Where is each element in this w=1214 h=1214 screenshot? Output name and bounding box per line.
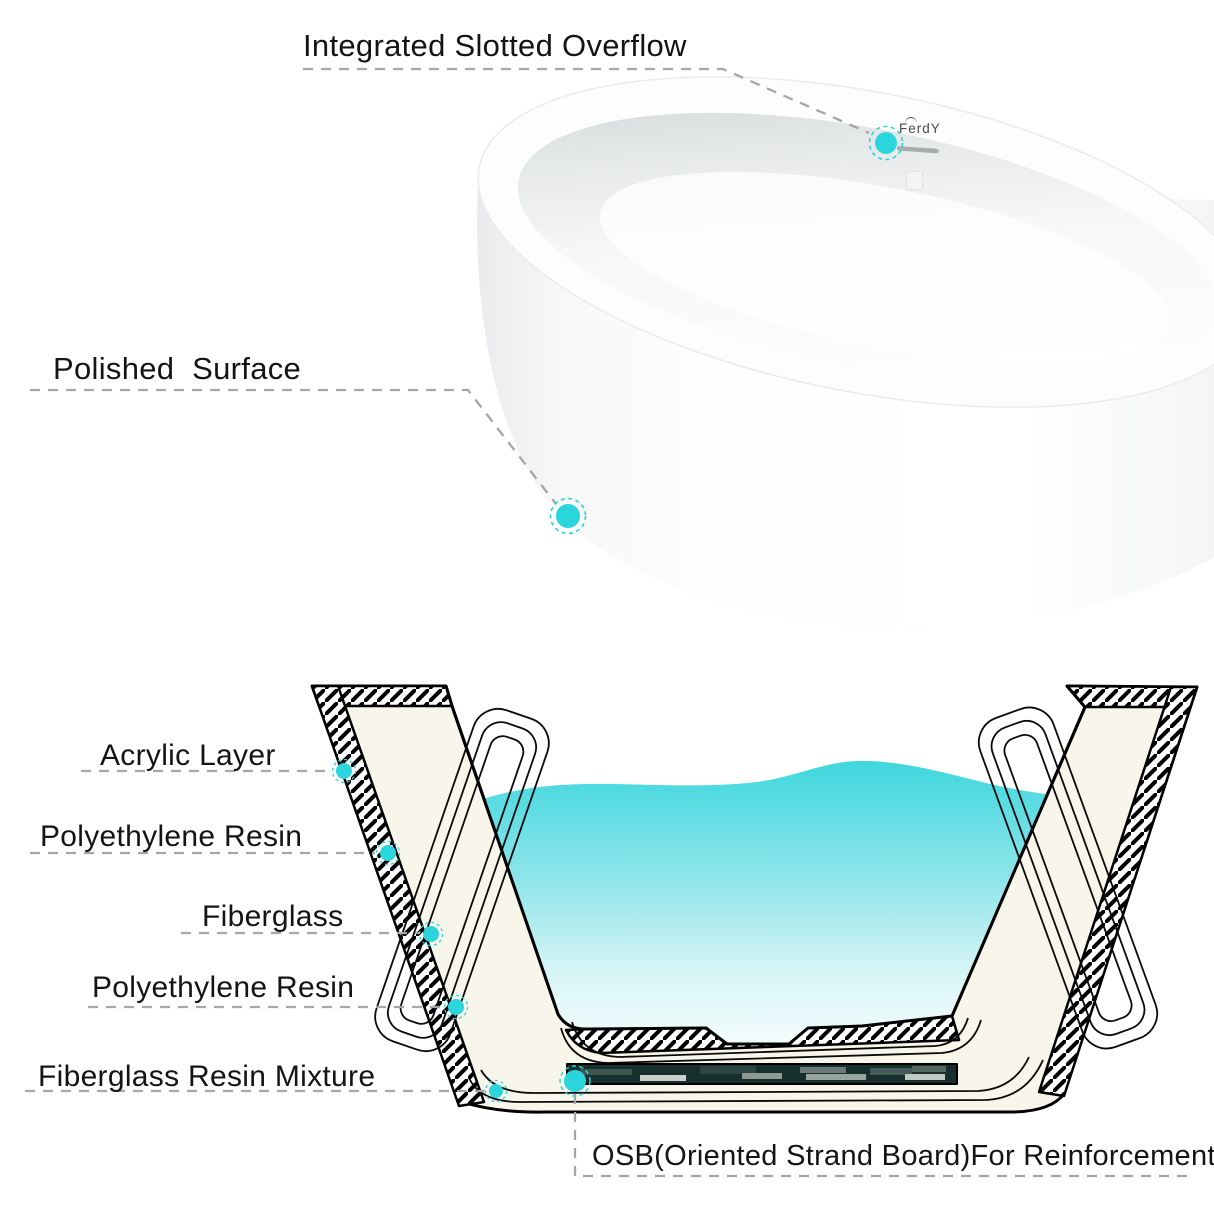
dot-polished [549,497,587,535]
tub-basin-floor [599,171,1171,365]
dot-acrylic [331,758,357,784]
drain-emblem [906,171,923,190]
ferdy-logo-arc [905,117,917,124]
cross-section [310,684,1199,1114]
right-wall-outer-hatch [1037,685,1199,1098]
callout-label-polished: Polished Surface [53,351,302,386]
callout-label-overflow: Integrated Slotted Overflow [303,28,687,63]
shell-inner-outline [444,685,1087,1046]
osb-strands [580,1066,946,1081]
dot-poly-resin-1 [375,840,401,866]
callout-label-acrylic: Acrylic Layer [100,739,276,772]
leader-overflow [303,67,870,135]
osb-board [566,1063,958,1085]
callout-dots [331,125,904,1103]
callout-label-poly-resin-1: Polyethylene Resin [40,820,303,853]
bathtub-render [477,76,1214,629]
dot-fiberglass-resin-mixture [484,1079,508,1103]
callout-label-osb: OSB(Oriented Strand Board)For Reinforcem… [592,1140,1214,1172]
leader-polished [30,388,557,505]
right-wall-layer-contours [977,706,1159,1050]
left-wall-outer-hatch [310,684,486,1108]
callout-label-poly-resin-2: Polyethylene Resin [92,971,355,1004]
ferdy-logo: FerdY [899,121,941,136]
callout-label-fiberglass-resin-mixture: Fiberglass Resin Mixture [38,1060,376,1093]
dot-overflow [868,125,904,161]
dot-poly-resin-2 [443,994,469,1020]
leader-osb [573,1094,1190,1178]
callout-label-fiberglass: Fiberglass [202,900,344,933]
dot-fiberglass [418,921,444,947]
overflow-slot [896,146,939,154]
water [483,760,1046,1044]
left-wall-layer-contours [374,707,550,1053]
leader-lines [25,67,1190,1178]
dot-osb [559,1065,591,1097]
